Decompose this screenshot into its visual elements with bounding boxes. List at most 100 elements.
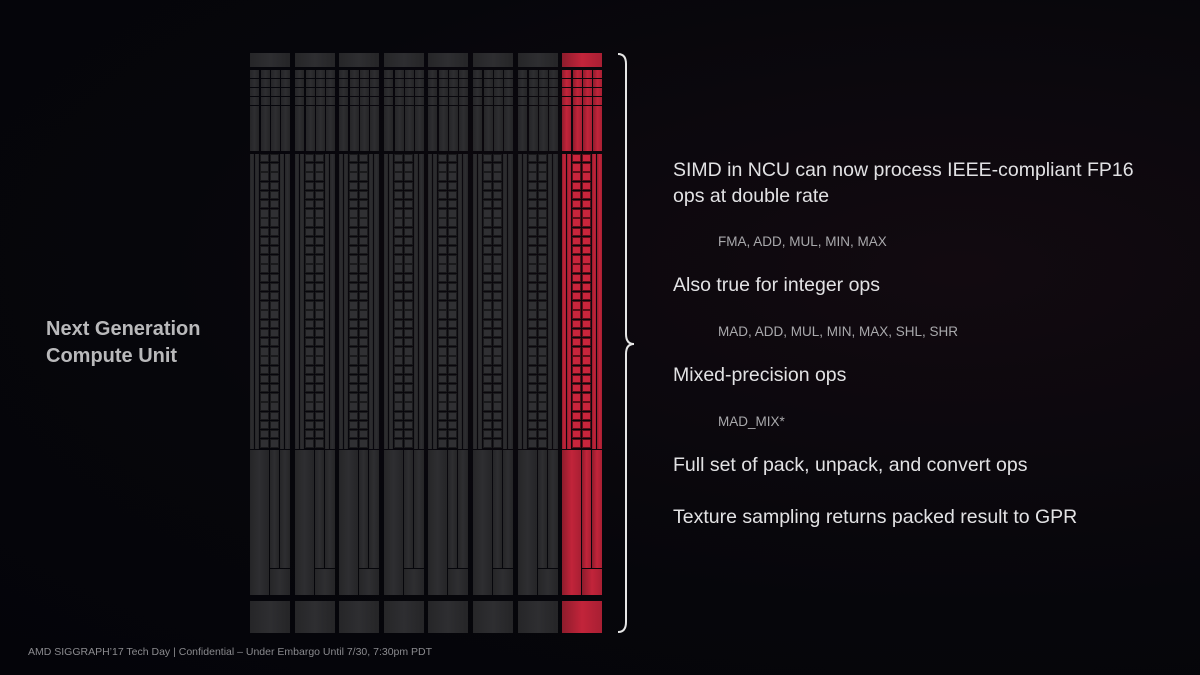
alu-cell <box>527 163 537 172</box>
alu-cell <box>270 439 279 448</box>
alu-cell <box>537 172 547 181</box>
register-cell <box>281 97 290 105</box>
alu-cell <box>582 411 592 420</box>
title-line-2: Compute Unit <box>46 345 178 367</box>
alu-cell <box>448 227 458 236</box>
alu-cell <box>349 319 359 328</box>
alu-cell <box>349 411 359 420</box>
register-cell <box>504 70 513 78</box>
alu-cell <box>483 218 492 227</box>
alu-cell <box>582 154 592 163</box>
alu-cell <box>493 319 502 328</box>
alu-cell <box>403 402 413 411</box>
alu-cell <box>582 181 592 190</box>
alu-cell <box>483 411 492 420</box>
alu-cell <box>572 181 582 190</box>
register-cell <box>573 79 583 87</box>
register-cell <box>494 79 503 87</box>
alu-cell <box>537 190 547 200</box>
alu-cell <box>438 209 448 218</box>
alu-cell <box>349 190 359 200</box>
lane-strip <box>583 106 593 151</box>
side-strip <box>374 154 380 449</box>
alu-cell <box>349 282 359 292</box>
alu-cell <box>448 356 458 365</box>
register-cell <box>449 88 459 96</box>
alu-cell <box>393 273 403 282</box>
register-cell <box>261 88 270 96</box>
alu-cell <box>537 163 547 172</box>
alu-cell <box>582 384 592 393</box>
alu-cell <box>260 227 269 236</box>
alu-cell <box>393 227 403 236</box>
alu-cell <box>359 273 369 282</box>
alu-cell <box>349 347 359 356</box>
alu-cell <box>304 328 314 338</box>
alu-cell <box>359 430 369 439</box>
alu-cell <box>527 439 537 448</box>
alu-cell <box>270 154 279 163</box>
alu-cell <box>304 246 314 255</box>
register-cell <box>517 88 527 96</box>
alu-cell <box>448 374 458 384</box>
register-cell <box>261 70 270 78</box>
alu-cell <box>493 264 502 273</box>
alu-cell <box>448 264 458 273</box>
alu-cell <box>448 402 458 411</box>
register-cell <box>394 88 404 96</box>
alu-cell <box>537 374 547 384</box>
alu-cell <box>260 301 269 310</box>
register-cell <box>528 88 538 96</box>
alu-cell <box>393 301 403 310</box>
alu-cell <box>314 439 324 448</box>
alu-cell <box>483 439 492 448</box>
register-cell <box>315 79 325 87</box>
brace-icon <box>617 53 635 633</box>
lane-strip <box>494 106 503 151</box>
alu-cell <box>448 347 458 356</box>
alu-cell <box>260 209 269 218</box>
simd-column-2 <box>294 53 335 633</box>
alu-cell <box>582 200 592 209</box>
alu-cell <box>438 347 448 356</box>
side-strip <box>324 154 329 449</box>
alu-cell <box>582 301 592 310</box>
alu-cell <box>448 328 458 338</box>
alu-cell <box>359 338 369 347</box>
alu-cell <box>483 365 492 374</box>
alu-cell <box>403 411 413 420</box>
alu-cell <box>349 292 359 301</box>
register-cell <box>394 97 404 105</box>
side-strip <box>329 154 335 449</box>
alu-cell <box>438 236 448 246</box>
simd-column-7 <box>517 53 558 633</box>
alu-cell <box>438 411 448 420</box>
lane-strip <box>592 450 603 568</box>
alu-cell <box>393 384 403 393</box>
lane-strip <box>484 106 493 151</box>
lane-strip <box>493 450 502 568</box>
alu-cell <box>438 181 448 190</box>
alu-cell <box>393 154 403 163</box>
alu-cell <box>537 181 547 190</box>
alu-cell <box>582 338 592 347</box>
alu-cell <box>527 273 537 282</box>
register-cell <box>494 88 503 96</box>
alu-cell <box>572 347 582 356</box>
alu-cell <box>493 430 502 439</box>
lane-strip <box>359 450 369 568</box>
side-strip <box>522 154 527 449</box>
alu-cell <box>359 209 369 218</box>
alu-cell <box>304 310 314 319</box>
alu-cell <box>270 172 279 181</box>
alu-cell <box>403 181 413 190</box>
alu-cell <box>493 365 502 374</box>
alu-cell <box>314 430 324 439</box>
alu-cell <box>359 190 369 200</box>
alu-cell <box>483 264 492 273</box>
alu-cell <box>572 365 582 374</box>
lane-strip <box>439 106 449 151</box>
lane-strip <box>459 106 469 151</box>
register-cell <box>583 70 593 78</box>
alu-cell <box>403 255 413 264</box>
